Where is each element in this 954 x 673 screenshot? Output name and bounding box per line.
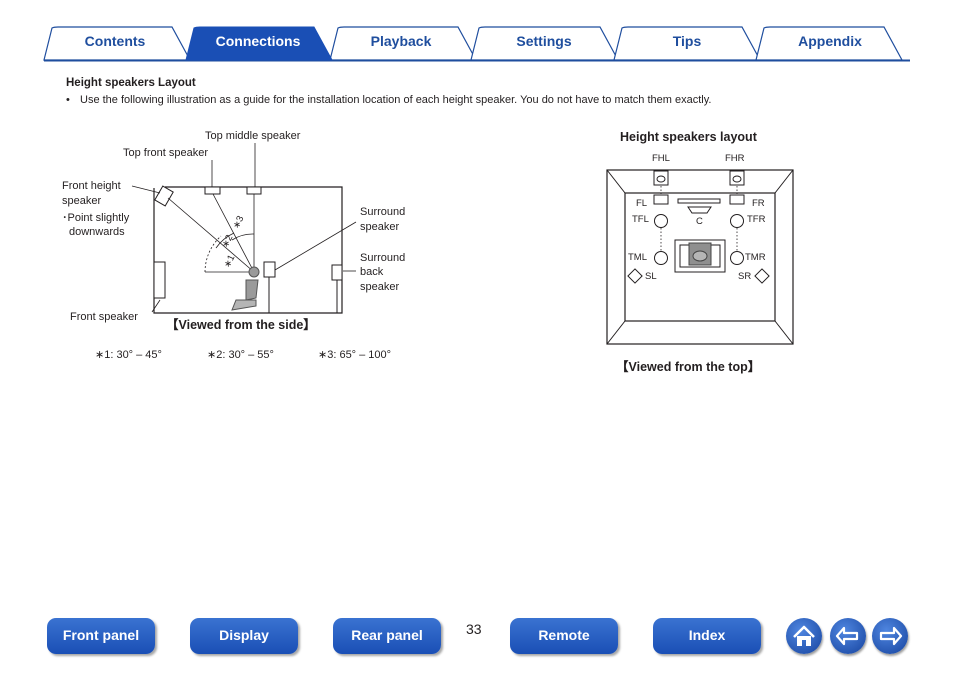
top-front-speaker-icon — [204, 186, 221, 195]
arrow-right-icon — [879, 626, 903, 646]
fr-label: FR — [752, 198, 765, 209]
fr-speaker-icon — [729, 194, 745, 205]
display-button[interactable]: Display — [190, 618, 298, 654]
page-number: 33 — [466, 621, 482, 637]
center-speaker-icon — [687, 206, 712, 214]
top-view-caption: 【Viewed from the top】 — [616, 360, 761, 374]
angle-note-3: ∗3: 65° – 100° — [318, 349, 392, 361]
surround-speaker-icon — [263, 261, 276, 278]
tmr-label: TMR — [745, 252, 766, 263]
fl-label: FL — [636, 198, 648, 209]
front-speaker-icon — [153, 261, 166, 299]
remote-button[interactable]: Remote — [510, 618, 618, 654]
c-label: C — [696, 216, 703, 227]
surround-back-speaker-icon — [331, 264, 343, 281]
back-button[interactable] — [830, 618, 866, 654]
fhl-speaker-icon — [653, 170, 669, 186]
tab-tips-shape — [613, 26, 762, 61]
tfl-label: TFL — [632, 214, 649, 225]
listener-head-icon — [248, 266, 260, 278]
sr-label: SR — [738, 271, 752, 282]
angle-note-1: ∗1: 30° – 45° — [95, 349, 162, 361]
tfl-speaker-icon — [654, 214, 668, 228]
bullet-text-content: Use the following illustration as a guid… — [80, 94, 712, 106]
tv-icon — [677, 198, 721, 204]
tfr-speaker-icon — [730, 214, 744, 228]
arrow-left-icon — [835, 626, 859, 646]
top-middle-speaker-icon — [246, 186, 262, 195]
sl-speaker-icon — [627, 268, 643, 284]
front-height-label-2: speaker — [62, 195, 102, 207]
fhl-label: FHL — [652, 153, 670, 164]
front-panel-button[interactable]: Front panel — [47, 618, 155, 654]
tab-contents-shape — [43, 26, 192, 61]
tab-settings-shape — [470, 26, 620, 61]
listener-body-icon — [245, 279, 259, 301]
surround-label-1: Surround — [360, 206, 406, 218]
tab-appendix[interactable]: Appendix — [798, 33, 862, 49]
forward-button[interactable] — [872, 618, 908, 654]
diagrams — [131, 143, 794, 345]
tab-bar — [43, 26, 910, 62]
tab-playback-shape — [329, 26, 478, 61]
sr-speaker-icon — [754, 268, 770, 284]
front-speaker-label: Front speaker — [70, 311, 138, 323]
bullet-text: •Use the following illustration as a gui… — [66, 94, 712, 106]
top-view-title: Height speakers layout — [620, 130, 757, 144]
index-button[interactable]: Index — [653, 618, 761, 654]
point-downwards-label-1: ･Point slightly — [62, 212, 130, 224]
tab-tips[interactable]: Tips — [672, 33, 702, 49]
sl-label: SL — [645, 271, 657, 282]
surround-label-2: speaker — [360, 221, 400, 233]
front-height-label-1: Front height — [62, 180, 121, 192]
surround-back-label-2: back — [360, 266, 384, 278]
home-icon — [793, 625, 815, 646]
tab-playback[interactable]: Playback — [370, 33, 432, 49]
listener-seat-icon — [231, 299, 257, 311]
front-height-speaker-icon — [154, 185, 174, 207]
tfr-label: TFR — [747, 214, 766, 225]
angle-note-2: ∗2: 30° – 55° — [207, 349, 274, 361]
tab-connections-shape — [185, 26, 333, 61]
tml-label: TML — [628, 252, 647, 263]
side-view-caption: 【Viewed from the side】 — [166, 318, 316, 332]
tab-contents[interactable]: Contents — [84, 33, 146, 49]
fl-speaker-icon — [653, 194, 669, 205]
tml-speaker-icon — [654, 251, 668, 265]
tmr-speaker-icon — [730, 251, 744, 265]
top-middle-speaker-label: Top middle speaker — [205, 130, 301, 142]
section-heading: Height speakers Layout — [66, 77, 196, 89]
tab-settings[interactable]: Settings — [516, 33, 572, 49]
rear-panel-button[interactable]: Rear panel — [333, 618, 441, 654]
surround-back-label-1: Surround — [360, 252, 406, 264]
point-downwards-label-2: downwards — [69, 226, 125, 238]
fhr-label: FHR — [725, 153, 745, 164]
sofa-icon — [674, 239, 726, 273]
tab-appendix-shape — [755, 26, 904, 61]
tab-connections[interactable]: Connections — [215, 33, 301, 49]
surround-back-label-3: speaker — [360, 281, 400, 293]
home-button[interactable] — [786, 618, 822, 654]
top-front-speaker-label: Top front speaker — [123, 147, 208, 159]
fhr-speaker-icon — [729, 170, 745, 186]
